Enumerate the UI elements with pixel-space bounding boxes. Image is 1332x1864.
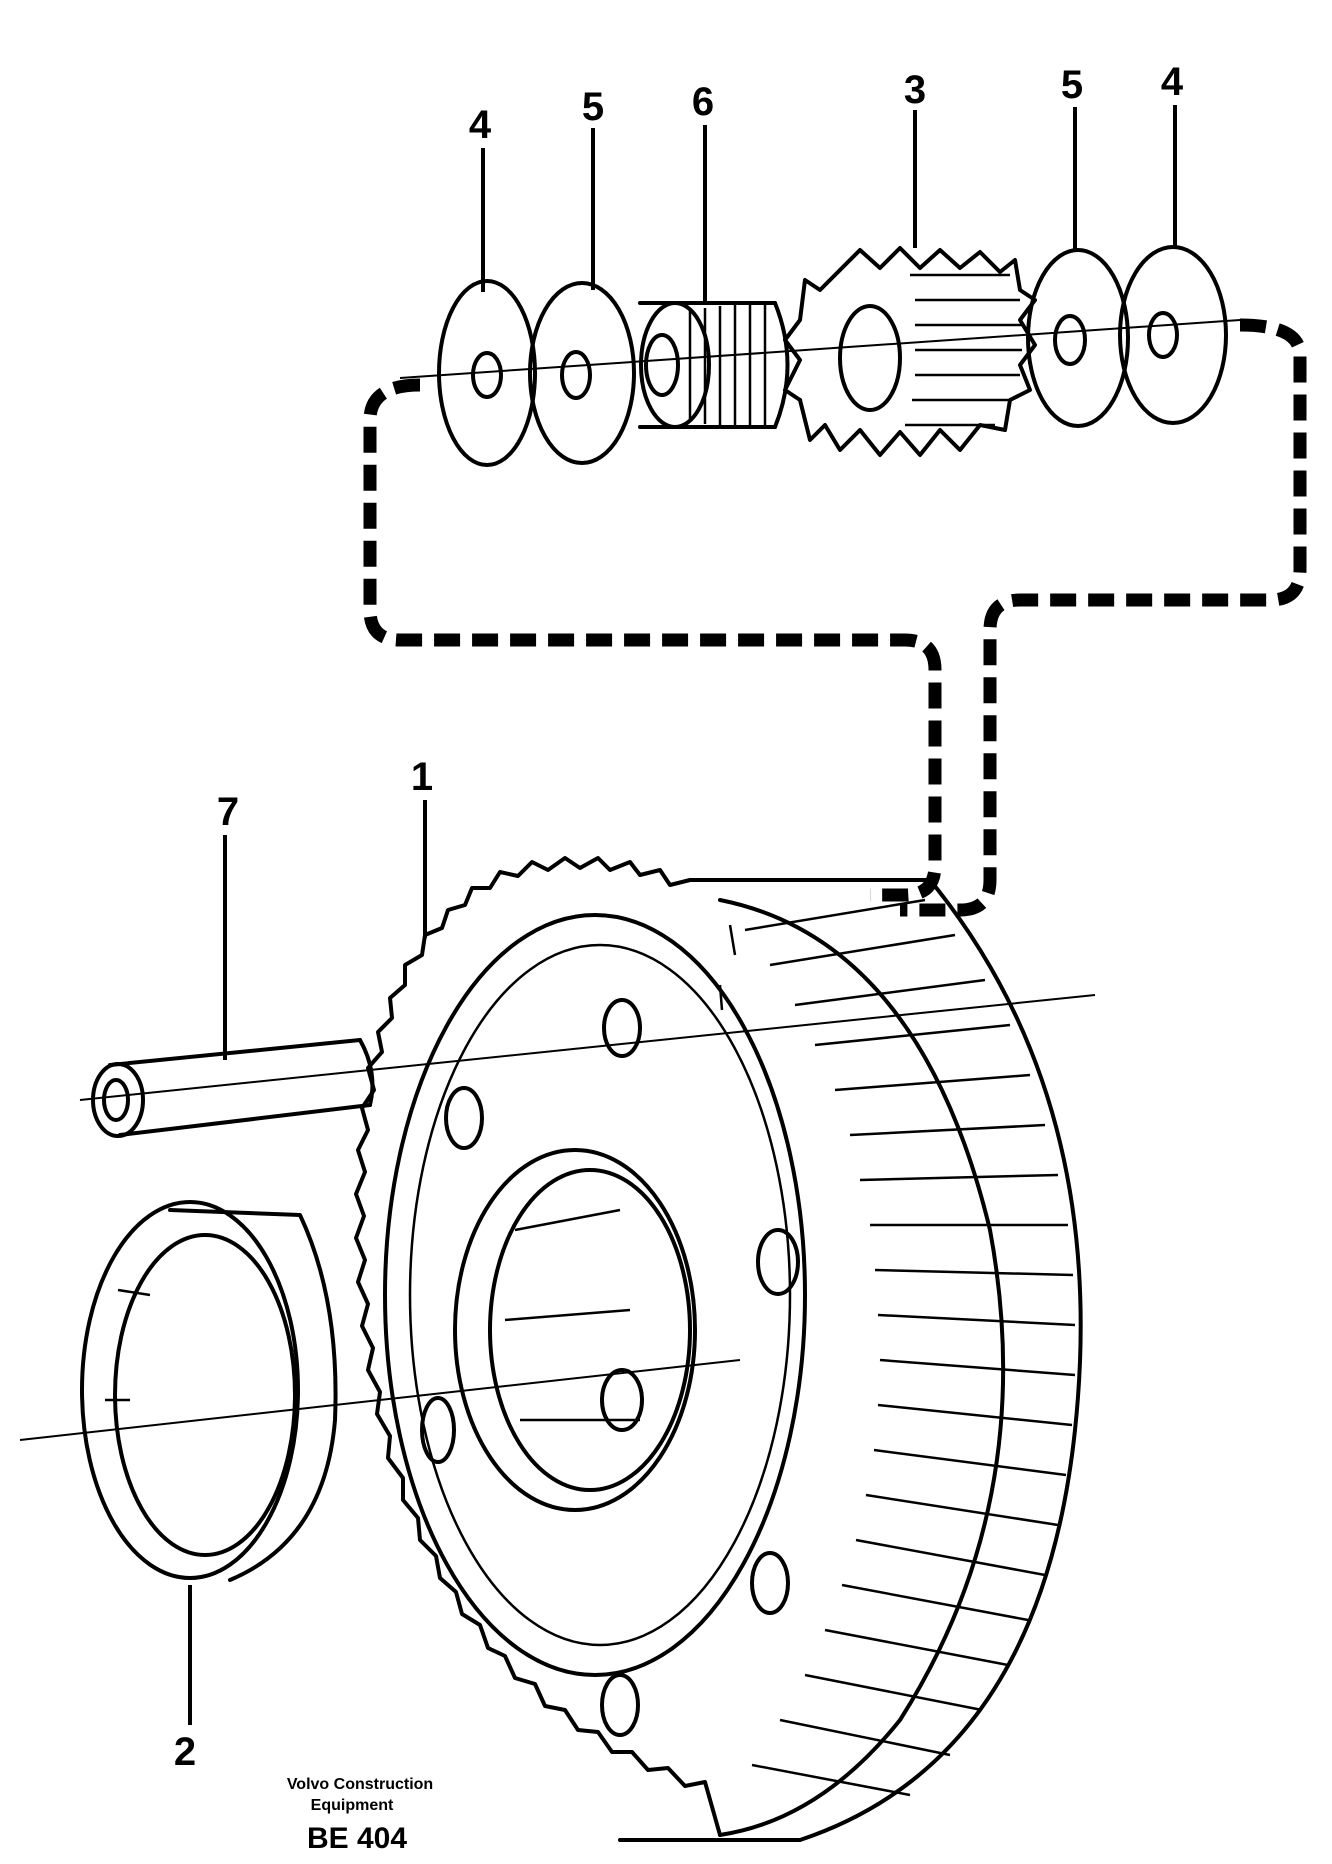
shaft: [91, 1038, 375, 1138]
callout-shaft: 7: [217, 790, 239, 834]
callout-washer-left: 4: [469, 103, 492, 147]
callout-spacer-right: 5: [1061, 63, 1083, 107]
publisher-code: BE 404: [307, 1822, 407, 1855]
washer-left: [437, 279, 537, 467]
upper-parts-axis: [399, 319, 1241, 379]
needle-bearing: [638, 301, 790, 429]
ring: [80, 1200, 338, 1582]
publisher-line1: Volvo Construction: [287, 1776, 433, 1793]
spacer-left: [528, 281, 636, 465]
callout-spacer-left: 5: [582, 85, 604, 129]
callout-planet-gear: 3: [904, 68, 926, 112]
shaft-axis: [79, 994, 1096, 1101]
washer-right: [1118, 245, 1228, 425]
gear-carrier: [354, 856, 1083, 1842]
callout-bearing: 6: [692, 80, 714, 124]
callout-ring: 2: [174, 1730, 196, 1774]
spacer-right: [1026, 248, 1130, 428]
callout-washer-right: 4: [1161, 60, 1184, 104]
callout-leaders: [188, 105, 1177, 1725]
callout-gear-carrier: 1: [411, 755, 433, 799]
planet-gear: [783, 246, 1037, 457]
assembly-dashed-connector: [363, 318, 1307, 917]
publisher-line2: Equipment: [311, 1797, 394, 1814]
ring-axis: [19, 1359, 741, 1441]
